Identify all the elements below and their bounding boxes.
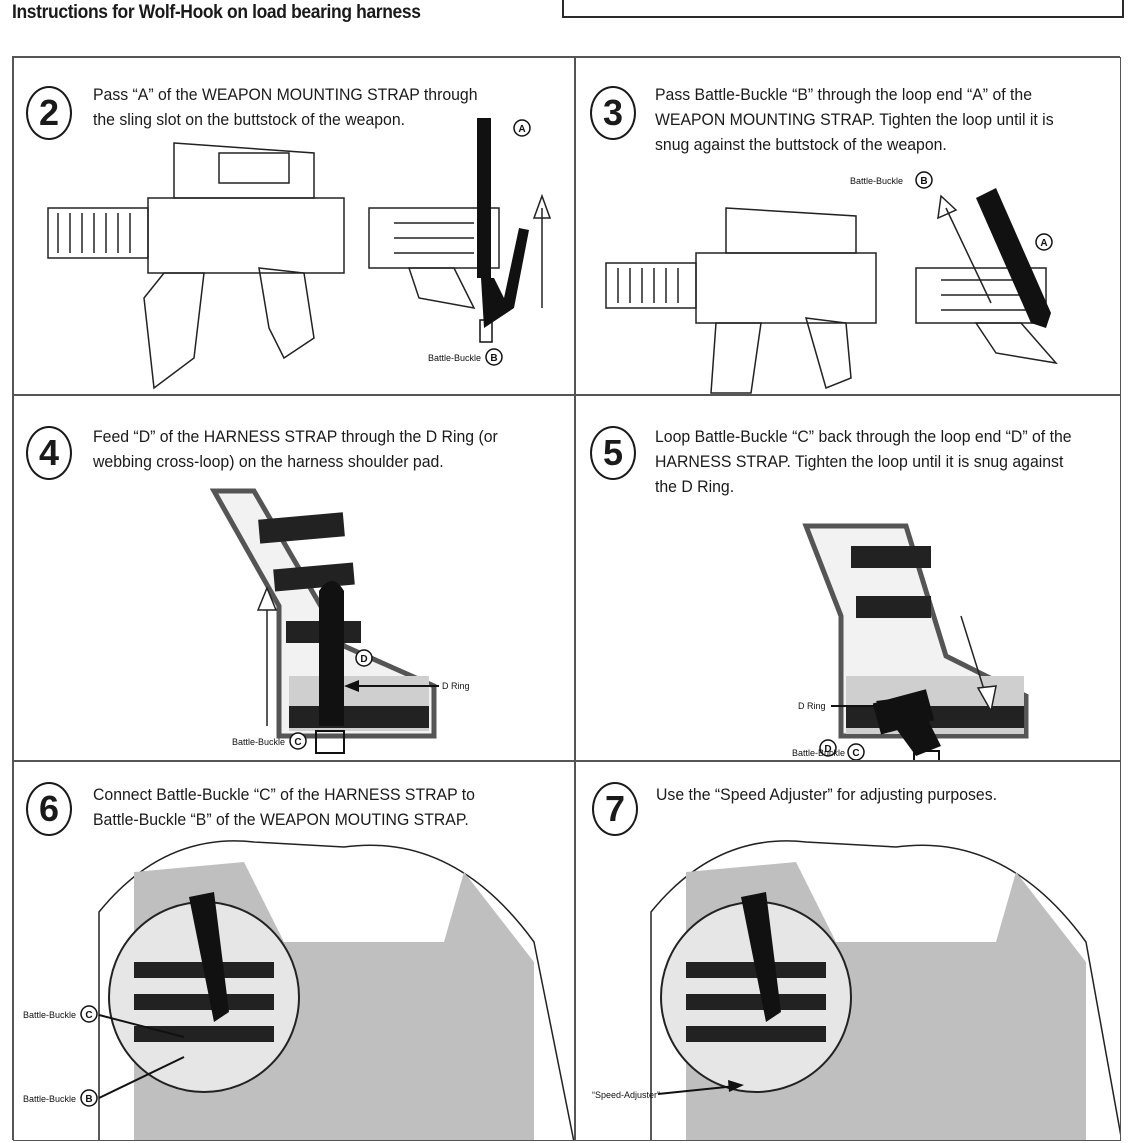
callout-b: B — [85, 1094, 92, 1105]
step-instruction: Connect Battle-Buckle “C” of the HARNESS… — [93, 785, 475, 829]
step-number: 7 — [592, 782, 638, 836]
rifle-illustration: Battle-Buckle B A — [605, 171, 1058, 394]
panel-step-7: 7 Use the “Speed Adjuster” for adjusting… — [575, 761, 1121, 1141]
step-instruction: Loop Battle-Buckle “C” back through the … — [655, 427, 1072, 496]
callout-battle-buckle: Battle-Buckle — [428, 353, 481, 363]
callout-battle-buckle: Battle-Buckle — [792, 748, 845, 758]
callout-battle-buckle: Battle-Buckle — [850, 176, 903, 186]
rifle-illustration: A Battle-Buckle B — [47, 118, 552, 390]
callout-d: D — [360, 654, 367, 665]
callout-a: A — [1040, 238, 1047, 249]
page-title: Instructions for Wolf-Hook on load beari… — [12, 2, 421, 23]
callout-b: B — [920, 176, 927, 187]
panel-step-5: 5 Loop Battle-Buckle “C” back through th… — [575, 395, 1121, 761]
instruction-grid: 2 Pass “A” of the WEAPON MOUNTING STRAP … — [12, 56, 1121, 1141]
step-number: 6 — [26, 782, 72, 836]
step-number: 2 — [26, 86, 72, 140]
callout-c: C — [294, 737, 301, 748]
callout-battle-buckle: Battle-Buckle — [232, 737, 285, 747]
step-instruction: Use the “Speed Adjuster” for adjusting p… — [656, 785, 997, 804]
callout-d: D — [824, 744, 831, 755]
harness-illustration: D Ring D Battle-Buckle C — [209, 488, 470, 754]
step-number: 5 — [590, 426, 636, 480]
callout-speed-adjuster: “Speed-Adjuster” — [592, 1090, 660, 1100]
callout-battle-buckle-c: Battle-Buckle — [23, 1010, 76, 1020]
step-number: 3 — [590, 86, 636, 140]
vest-illustration: Battle-Buckle C Battle-Buckle B — [23, 840, 574, 1140]
step-instruction: Pass Battle-Buckle “B” through the loop … — [655, 85, 1054, 154]
panel-step-4: 4 Feed “D” of the HARNESS STRAP through … — [13, 395, 575, 761]
callout-battle-buckle-b: Battle-Buckle — [23, 1094, 76, 1104]
callout-b: B — [490, 353, 497, 364]
harness-illustration: D Ring D Battle-Buckle C — [792, 523, 1029, 760]
callout-c: C — [852, 748, 859, 759]
callout-d-ring: D Ring — [442, 681, 470, 691]
vest-illustration: “Speed-Adjuster” — [592, 840, 1120, 1140]
panel-step-6: 6 Connect Battle-Buckle “C” of the HARNE… — [13, 761, 575, 1141]
header-box — [562, 0, 1124, 18]
callout-d-ring: D Ring — [798, 701, 826, 711]
callout-a: A — [518, 124, 525, 135]
panel-step-2: 2 Pass “A” of the WEAPON MOUNTING STRAP … — [13, 57, 575, 395]
step-instruction: Pass “A” of the WEAPON MOUNTING STRAP th… — [93, 85, 478, 129]
callout-c: C — [85, 1010, 92, 1021]
step-number: 4 — [26, 426, 72, 480]
step-instruction: Feed “D” of the HARNESS STRAP through th… — [93, 427, 498, 471]
panel-step-3: 3 Pass Battle-Buckle “B” through the loo… — [575, 57, 1121, 395]
